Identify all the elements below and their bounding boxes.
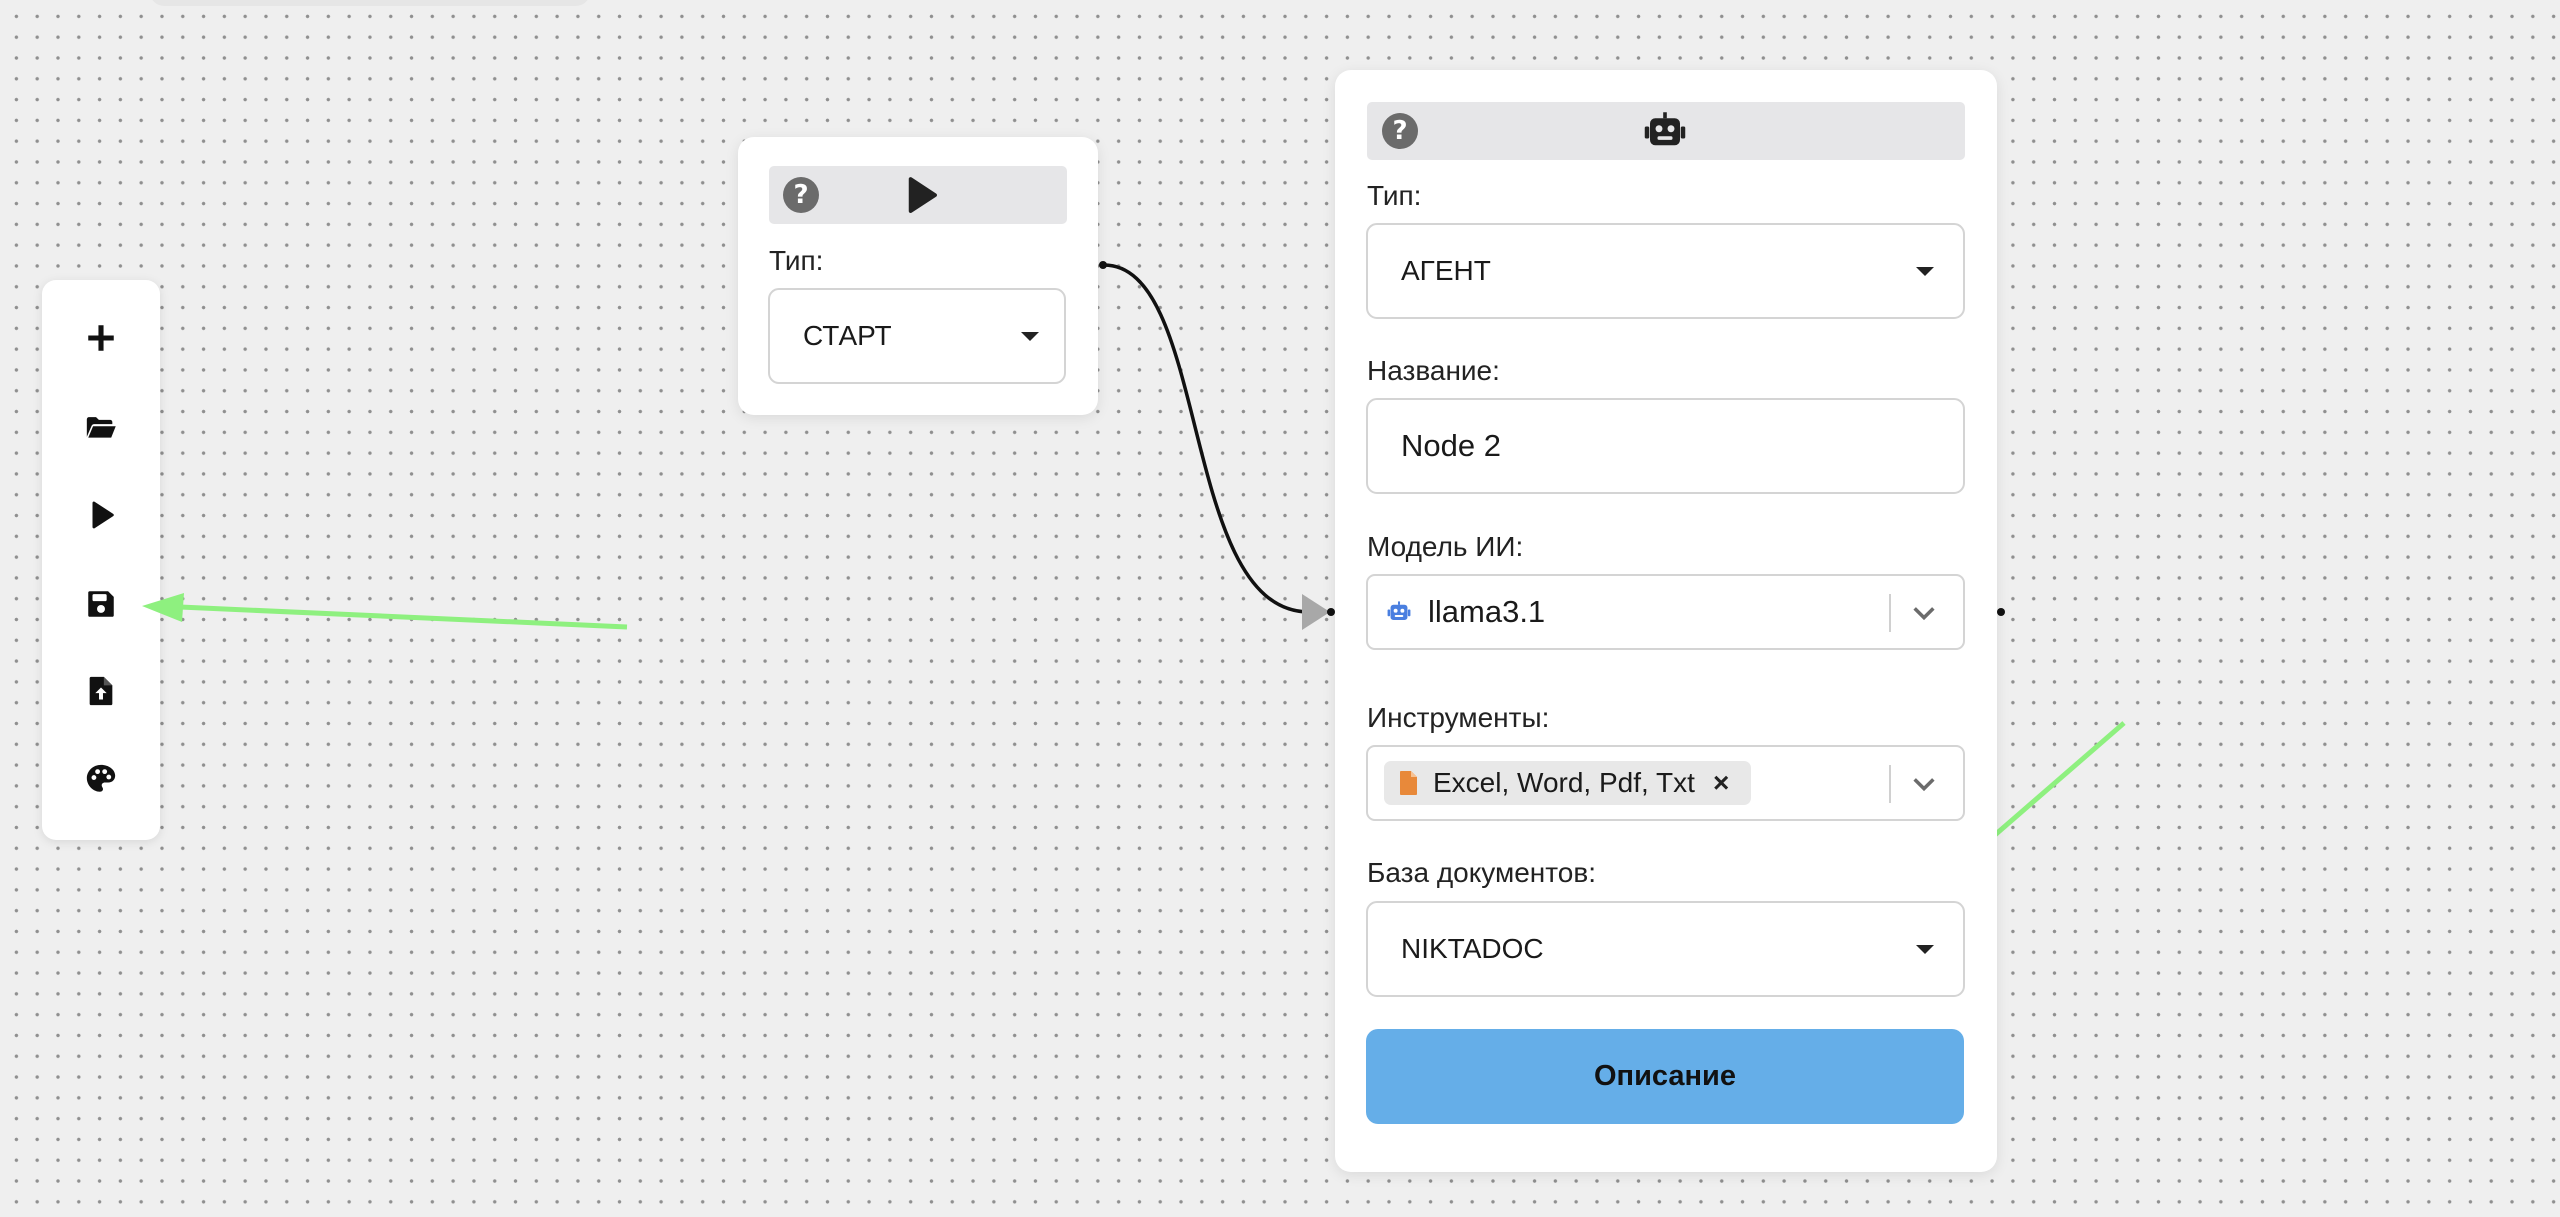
tool-chip: Excel, Word, Pdf, Txt × [1384,761,1751,805]
file-icon [1400,771,1417,795]
annotation-arrow-left [179,604,628,630]
node-header[interactable]: ? [769,166,1067,224]
type-label: Тип: [769,245,824,276]
open-file-button[interactable] [75,401,127,453]
output-handle[interactable] [1099,261,1107,269]
robot-icon [1387,601,1411,621]
file-upload-icon [89,676,113,706]
select-divider [1889,594,1891,632]
tool-chip-label: Excel, Word, Pdf, Txt [1433,767,1695,798]
caret-down-icon [1916,267,1934,276]
tools-select[interactable]: Excel, Word, Pdf, Txt × [1366,745,1965,821]
type-label: Тип: [1367,180,1422,211]
output-handle[interactable] [1997,608,2005,616]
name-value: Node 2 [1401,428,1501,463]
type-value: АГЕНТ [1401,255,1491,286]
plus-icon [88,325,114,351]
docs-select[interactable]: NIKTADOC [1366,901,1965,997]
chevron-down-icon[interactable] [1910,772,1938,796]
save-button[interactable] [75,578,127,630]
model-label: Модель ИИ: [1367,531,1524,562]
help-icon[interactable]: ? [783,177,819,213]
docs-label: База документов: [1367,857,1597,888]
play-icon [908,177,938,214]
palette-icon [86,764,116,792]
select-divider [1889,765,1891,803]
node-header[interactable]: ? [1367,102,1965,160]
model-value: llama3.1 [1428,594,1546,629]
export-button[interactable] [75,665,127,717]
robot-icon [1644,112,1686,146]
describe-button[interactable]: Описание [1366,1029,1964,1124]
help-icon[interactable]: ? [1382,113,1418,149]
top-panel-edge [150,0,590,6]
edge-start-to-agent [1103,263,1309,614]
name-input[interactable]: Node 2 [1366,398,1965,494]
type-select[interactable]: СТАРТ [768,288,1066,384]
model-select[interactable]: llama3.1 [1366,574,1965,650]
theme-button[interactable] [75,753,127,805]
docs-value: NIKTADOC [1401,933,1544,964]
name-label: Название: [1367,355,1500,386]
input-handle[interactable] [1327,608,1335,616]
start-node[interactable]: ? Тип: СТАРТ [738,137,1098,415]
caret-down-icon [1021,332,1039,341]
tools-label: Инструменты: [1367,702,1550,733]
caret-down-icon [1916,945,1934,954]
folder-open-icon [86,417,116,438]
chevron-down-icon[interactable] [1910,601,1938,625]
left-toolbar [42,280,160,840]
play-icon [92,501,114,529]
type-select[interactable]: АГЕНТ [1366,223,1965,319]
save-icon [88,591,114,617]
edge-arrowhead [1302,594,1330,630]
chip-remove-icon[interactable]: × [1713,767,1730,798]
add-node-button[interactable] [75,312,127,364]
type-value: СТАРТ [803,320,892,351]
run-button[interactable] [75,489,127,541]
